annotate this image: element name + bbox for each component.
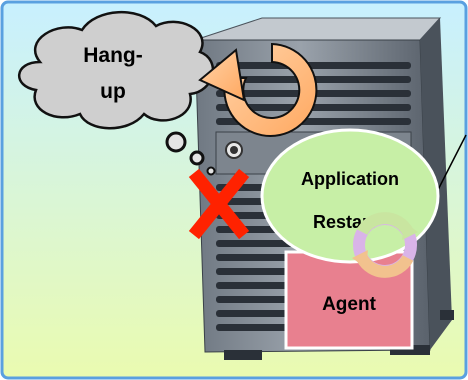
refresh-cycle-icon [352,212,418,278]
cloud-line2: up [100,80,126,103]
circular-arrow-icon [198,42,318,137]
bubble-line1: Application [301,169,399,189]
red-x-icon [188,168,250,240]
hang-up-cloud: Hang- up [17,11,215,130]
thought-bubbles [165,131,216,176]
cloud-line1: Hang- [83,44,143,67]
agent-label: Agent [322,294,377,315]
